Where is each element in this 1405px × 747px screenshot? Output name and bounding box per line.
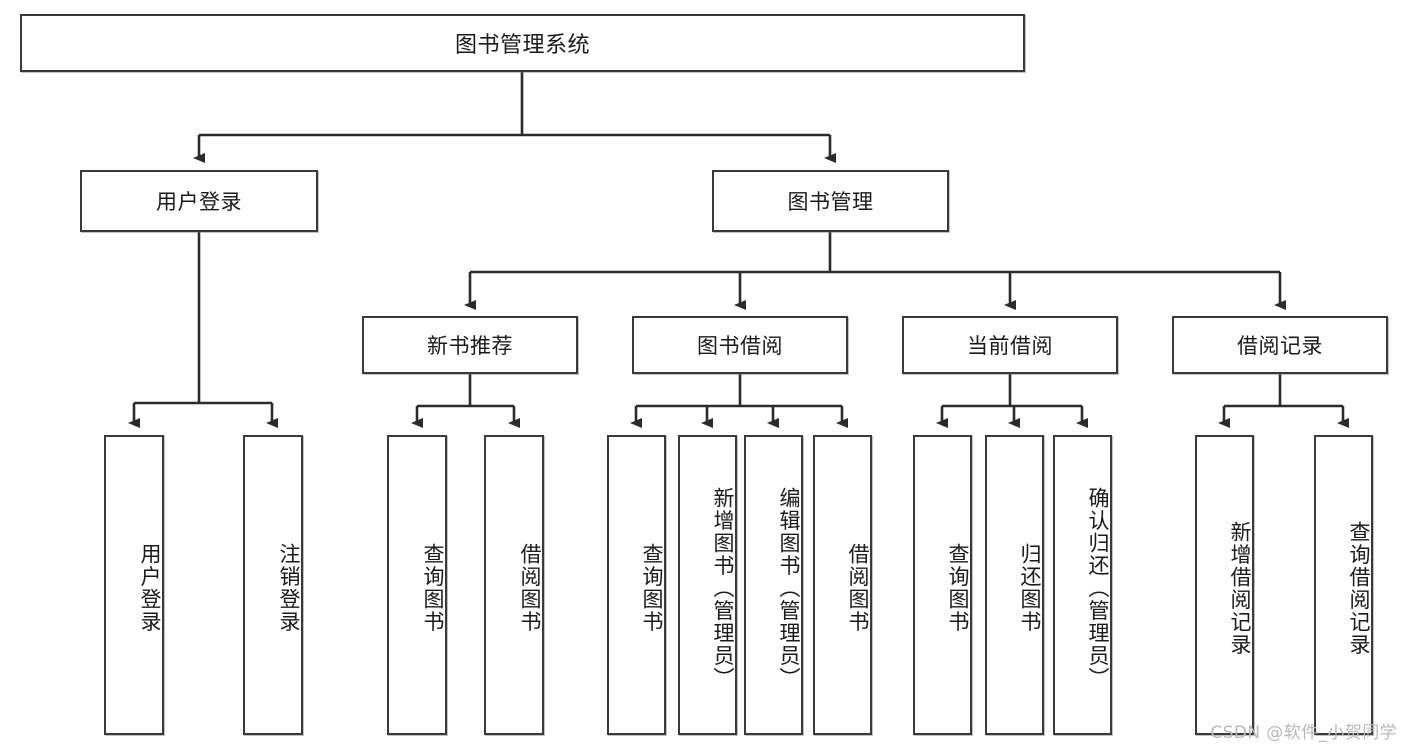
node-label: 注销登录 (277, 543, 301, 633)
node-label: 归还图书 (1018, 543, 1042, 633)
node-label: 借阅图书 (846, 543, 870, 633)
leaf-user-login-login[interactable]: 用户登录 (104, 435, 164, 735)
watermark-text: CSDN @软件_小贺同学 (1210, 723, 1397, 743)
node-label: 编辑图书（管理员） (777, 486, 801, 690)
leaf-record-query-record[interactable]: 查询借阅记录 (1314, 435, 1373, 735)
leaf-current-confirm-return-admin[interactable]: 确认归还（管理员） (1053, 435, 1112, 735)
node-label: 图书管理 (787, 190, 874, 214)
node-current-borrow[interactable]: 当前借阅 (902, 316, 1118, 374)
node-label: 当前借阅 (967, 334, 1053, 358)
node-borrow-record[interactable]: 借阅记录 (1172, 316, 1388, 374)
leaf-current-return-book[interactable]: 归还图书 (985, 435, 1044, 735)
node-label: 借阅图书 (518, 543, 542, 633)
node-label: 新增图书（管理员） (711, 486, 735, 690)
node-label: 查询借阅记录 (1347, 520, 1371, 656)
leaf-recommend-query-book[interactable]: 查询图书 (387, 435, 447, 735)
node-label: 图书管理系统 (454, 33, 590, 58)
node-label: 图书借阅 (697, 334, 783, 358)
node-book-borrow[interactable]: 图书借阅 (632, 316, 848, 374)
leaf-borrow-edit-book-admin[interactable]: 编辑图书（管理员） (744, 435, 803, 735)
leaf-recommend-borrow-book[interactable]: 借阅图书 (484, 435, 544, 735)
node-new-book-recommend[interactable]: 新书推荐 (362, 316, 578, 374)
node-label: 查询图书 (946, 543, 970, 633)
node-label: 新书推荐 (427, 334, 513, 358)
leaf-user-login-logout[interactable]: 注销登录 (243, 435, 303, 735)
node-root-system[interactable]: 图书管理系统 (20, 14, 1025, 72)
leaf-record-add-record[interactable]: 新增借阅记录 (1195, 435, 1254, 735)
node-user-login[interactable]: 用户登录 (80, 170, 318, 232)
node-book-management[interactable]: 图书管理 (712, 170, 949, 232)
leaf-borrow-borrow-book[interactable]: 借阅图书 (813, 435, 872, 735)
node-label: 确认归还（管理员） (1086, 486, 1110, 690)
node-label: 新增借阅记录 (1228, 520, 1252, 656)
node-label: 借阅记录 (1237, 334, 1323, 358)
node-label: 用户登录 (138, 543, 162, 633)
leaf-current-query-book[interactable]: 查询图书 (913, 435, 972, 735)
node-label: 查询图书 (640, 543, 664, 633)
node-label: 用户登录 (156, 190, 242, 214)
leaf-borrow-add-book-admin[interactable]: 新增图书（管理员） (678, 435, 737, 735)
node-label: 查询图书 (421, 543, 445, 633)
leaf-borrow-query-book[interactable]: 查询图书 (607, 435, 666, 735)
